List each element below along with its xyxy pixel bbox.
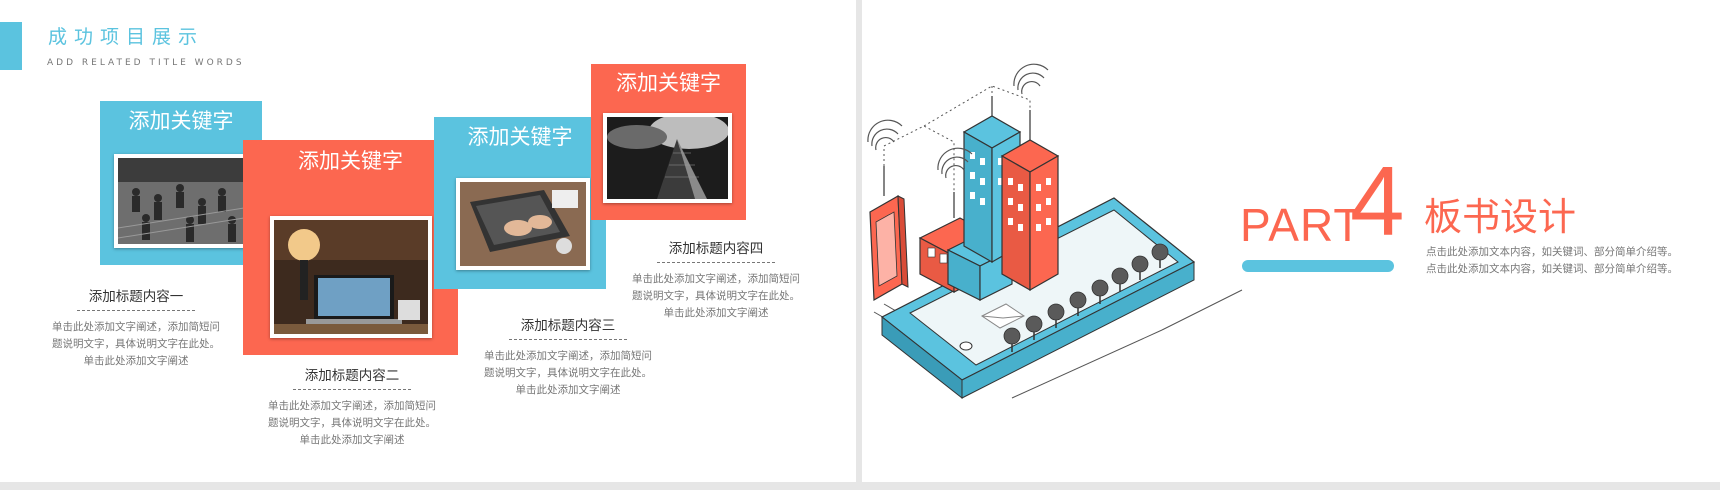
part-number: 4 — [1350, 146, 1405, 256]
keyword-card-1: 添加关键字 — [100, 101, 262, 265]
skyscraper-image — [607, 117, 728, 199]
item-desc: 单击此处添加文字阐述，添加简短问 题说明文字，具体说明文字在此处。 单击此处添加… — [52, 321, 220, 367]
keyword-card-4: 添加关键字 — [591, 64, 746, 220]
slide-left: 成功项目展示 ADD RELATED TITLE WORDS 添加关键字 — [0, 0, 856, 482]
item-desc: 单击此处添加文字阐述，添加简短问 题说明文字，具体说明文字在此处。 单击此处添加… — [484, 350, 652, 396]
page-title: 成功项目展示 — [48, 26, 205, 48]
title-accent-bar — [0, 22, 22, 70]
page-subtitle: ADD RELATED TITLE WORDS — [47, 58, 245, 68]
slide-right — [862, 0, 1720, 482]
card-keyword: 添加关键字 — [616, 71, 721, 95]
keyword-card-2: 添加关键字 — [243, 140, 458, 355]
item-4: 添加标题内容四 单击此处添加文字阐述，添加简短问 题说明文字，具体说明文字在此处… — [616, 237, 816, 322]
keyword-card-3: 添加关键字 — [434, 117, 606, 289]
part-label: PART — [1240, 199, 1363, 251]
item-title: 添加标题内容四 — [656, 237, 776, 263]
card-keyword: 添加关键字 — [128, 109, 234, 133]
laptop-desk-image — [274, 220, 428, 334]
part-underline-bar — [1242, 260, 1394, 272]
card-keyword: 添加关键字 — [298, 149, 403, 173]
typing-laptop-photo — [456, 178, 590, 270]
item-desc: 单击此处添加文字阐述，添加简短问 题说明文字，具体说明文字在此处。 单击此处添加… — [632, 273, 800, 319]
item-2: 添加标题内容二 单击此处添加文字阐述，添加简短问 题说明文字，具体说明文字在此处… — [252, 364, 452, 449]
item-title: 添加标题内容三 — [508, 314, 628, 340]
item-1: 添加标题内容一 单击此处添加文字阐述，添加简短问 题说明文字，具体说明文字在此处… — [36, 285, 236, 370]
item-title: 添加标题内容二 — [292, 364, 412, 390]
section-description: 点击此处添加文本内容，如关键词、部分简单介绍等。 点击此处添加文本内容，如关键词… — [1426, 246, 1678, 275]
item-desc: 单击此处添加文字阐述，添加简短问 题说明文字，具体说明文字在此处。 单击此处添加… — [268, 400, 436, 446]
section-title: 板书设计 — [1424, 195, 1577, 239]
laptop-desk-photo — [270, 216, 432, 338]
smart-city-illustration — [867, 63, 1243, 400]
typing-laptop-image — [460, 182, 586, 266]
skyscraper-photo — [603, 113, 732, 203]
crowd-image — [118, 158, 244, 244]
card-keyword: 添加关键字 — [467, 125, 573, 149]
item-3: 添加标题内容三 单击此处添加文字阐述，添加简短问 题说明文字，具体说明文字在此处… — [468, 314, 668, 399]
crowd-photo — [114, 154, 248, 248]
item-title: 添加标题内容一 — [76, 285, 196, 311]
